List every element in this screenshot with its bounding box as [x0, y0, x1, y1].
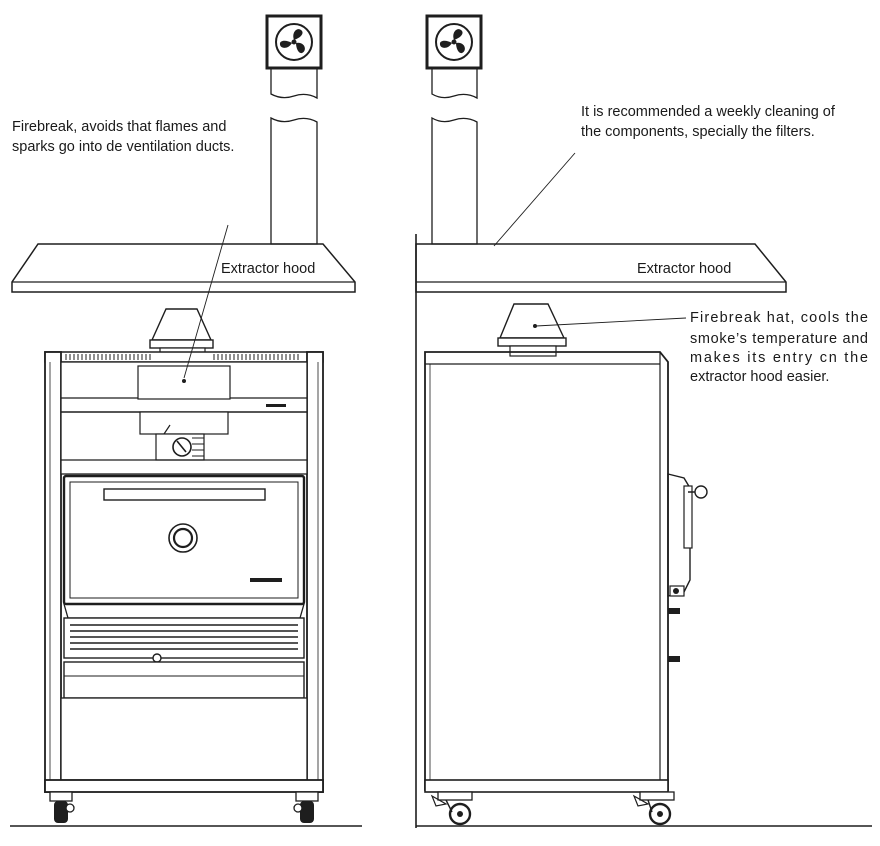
- firebreak-hat-label-line3: makes its entry cn the: [690, 350, 868, 366]
- cleaning-leader-line: [493, 152, 576, 247]
- caster-side-left: [430, 791, 473, 826]
- fan-icon: [425, 14, 483, 70]
- firebreak-label-line2: sparks go into de ventilation ducts.: [12, 139, 234, 155]
- caster-left: [49, 791, 75, 823]
- firebreak-hat-side: [497, 303, 567, 357]
- extractor-hood-label-right: Extractor hood: [637, 261, 731, 277]
- extractor-hood-label-left: Extractor hood: [221, 261, 315, 277]
- side-view: [415, 14, 872, 828]
- barbecue-side: [424, 351, 708, 826]
- front-view: [10, 14, 362, 827]
- firebreak-hat-label-line1: Firebreak hat, cools the: [690, 310, 868, 326]
- duct-lower: [270, 116, 318, 245]
- caster-right: [293, 791, 319, 823]
- cleaning-label-line1: It is recommended a weekly cleaning of: [581, 104, 836, 120]
- firebreak-hat-leader-line: [535, 317, 687, 327]
- firebreak-leader-line: [183, 224, 229, 379]
- caster-side-right: [632, 791, 675, 826]
- extractor-hood-side: [415, 243, 787, 293]
- cleaning-label-line2: the components, specially the filters.: [581, 124, 815, 140]
- firebreak-hat-label-line2: smoke’s temperature and: [690, 331, 868, 347]
- firebreak-hat-label-line4: extractor hood easier.: [690, 369, 829, 385]
- fan-icon: [265, 14, 323, 70]
- firebreak-label-line1: Firebreak, avoids that flames and: [12, 119, 226, 135]
- duct-upper: [270, 67, 318, 100]
- barbecue-front: [44, 351, 324, 823]
